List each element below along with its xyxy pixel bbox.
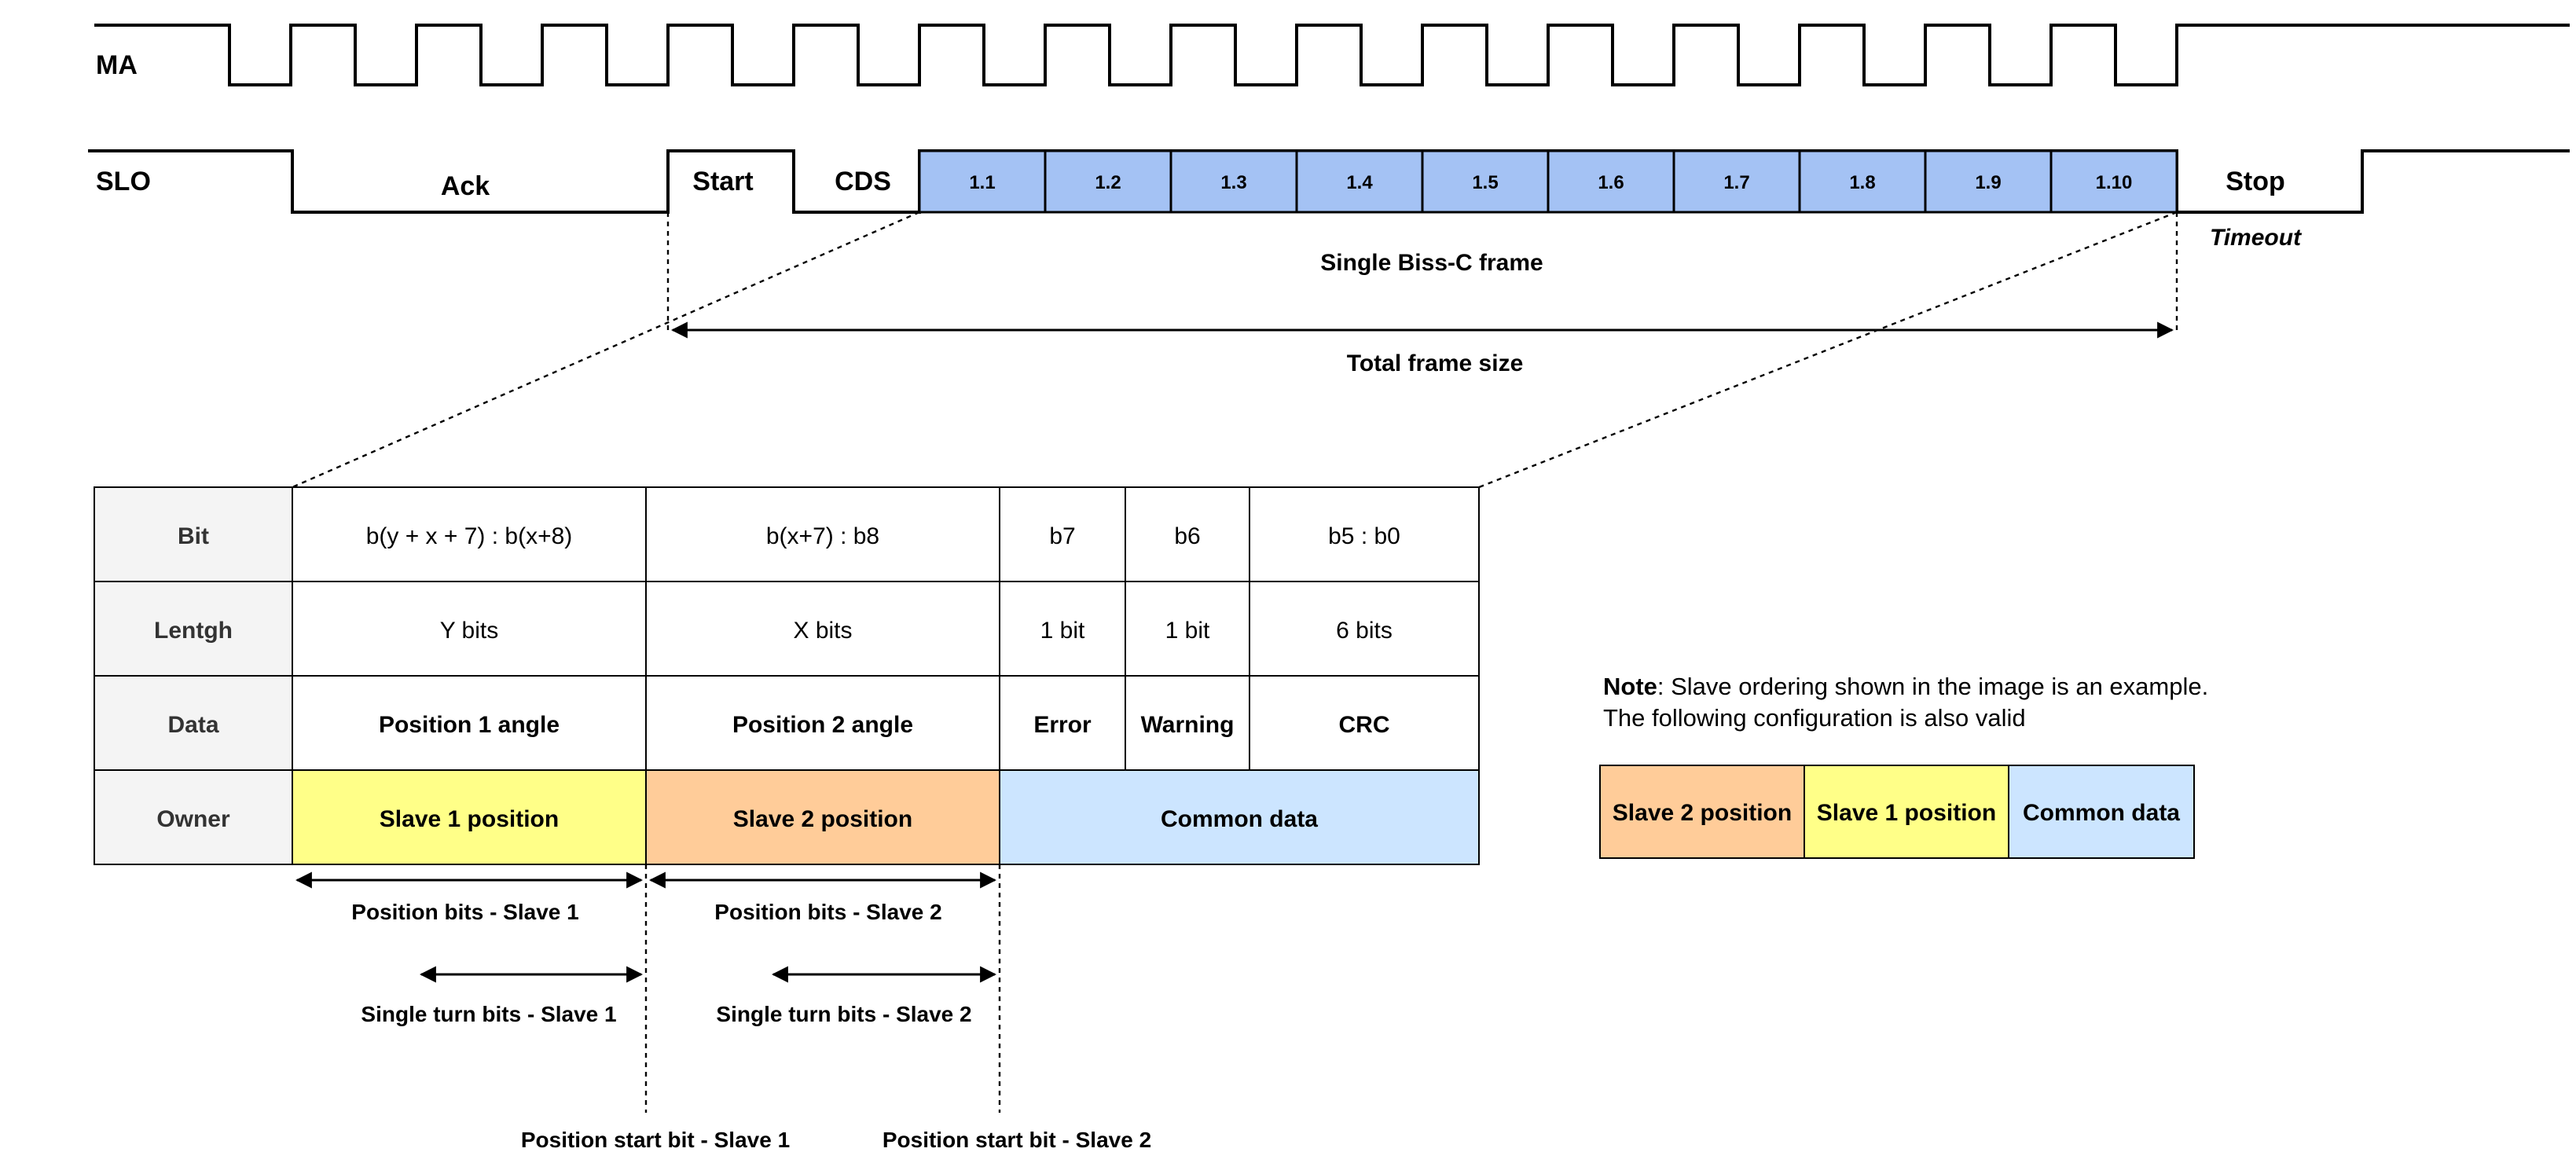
data-bit-label: 1.7 — [1723, 172, 1749, 193]
cds-label: CDS — [835, 167, 891, 196]
pos-bits-slave1-label: Position bits - Slave 1 — [351, 900, 578, 924]
pos-bits-slave2-label: Position bits - Slave 2 — [714, 900, 941, 924]
zoom-line-right — [1478, 211, 2178, 489]
owner-slave1-cell — [292, 770, 646, 864]
owner-slave2-cell — [646, 770, 1000, 864]
slo-label: SLO — [96, 167, 151, 196]
timeout-label: Timeout — [2210, 225, 2303, 251]
start-label: Start — [692, 167, 753, 196]
total-frame-label: Total frame size — [1347, 350, 1524, 376]
data-cell-warning: Warning — [1141, 712, 1235, 738]
data-bit-label: 1.2 — [1095, 172, 1121, 193]
single-turn-slave1-label: Single turn bits - Slave 1 — [361, 1002, 616, 1026]
note-slave2-label: Slave 2 position — [1613, 800, 1792, 826]
bit-cell-warning: b6 — [1174, 523, 1200, 549]
pos-start-slave1-label: Position start bit - Slave 1 — [521, 1128, 790, 1152]
single-turn-slave2-label: Single turn bits - Slave 2 — [716, 1002, 971, 1026]
frame-label: Single Biss-C frame — [1320, 250, 1543, 276]
row-header-bit: Bit — [178, 523, 209, 549]
length-cell-error: 1 bit — [1040, 618, 1085, 644]
data-bit-label: 1.10 — [2096, 172, 2133, 193]
owner-slave2-label: Slave 2 position — [733, 806, 912, 832]
note-common-box — [2008, 765, 2195, 859]
bit-cell-error: b7 — [1049, 523, 1075, 549]
data-bit-cell — [1924, 149, 2053, 214]
length-cell-position2: X bits — [793, 618, 852, 644]
data-bit-cell — [2049, 149, 2178, 214]
data-bit-label: 1.1 — [969, 172, 995, 193]
note-slave1-label: Slave 1 position — [1817, 800, 1996, 826]
note-line2: The following configuration is also vali… — [1603, 704, 2026, 732]
data-cell-position2: Position 2 angle — [732, 712, 913, 738]
row-header-owner: Owner — [156, 806, 230, 832]
data-cell-error: Error — [1033, 712, 1092, 738]
note-config-boxes: Slave 2 position Slave 1 position Common… — [1599, 765, 2195, 859]
data-bit-label: 1.6 — [1598, 172, 1624, 193]
zoom-line-left — [292, 211, 920, 489]
length-cell-position1: Y bits — [440, 618, 499, 644]
owner-common-label: Common data — [1161, 806, 1318, 832]
data-bit-label: 1.3 — [1220, 172, 1246, 193]
note-slave1-box — [1804, 765, 2009, 859]
data-bit-cells: 1.1 1.2 1.3 1.4 1.5 1.6 1.7 1.8 1.9 1.10 — [918, 149, 2178, 214]
bit-cell-position2: b(x+7) : b8 — [766, 523, 879, 549]
data-bit-label: 1.8 — [1849, 172, 1875, 193]
ack-label: Ack — [441, 171, 490, 201]
data-bit-cell — [1044, 149, 1172, 214]
length-cell-crc: 6 bits — [1336, 618, 1393, 644]
stop-label: Stop — [2226, 167, 2285, 196]
row-header-data: Data — [167, 712, 218, 738]
data-cell-position1: Position 1 angle — [379, 712, 560, 738]
note-line1: Note: Slave ordering shown in the image … — [1603, 673, 2208, 700]
ma-label: MA — [96, 50, 138, 80]
bit-cell-position1: b(y + x + 7) : b(x+8) — [366, 523, 573, 549]
bit-cell-crc: b5 : b0 — [1328, 523, 1400, 549]
owner-common-cell — [1000, 770, 1479, 864]
bit-table: Bit Lentgh Data Owner b(y + x + 7) : b(x… — [94, 486, 1480, 865]
row-header-length: Lentgh — [154, 618, 233, 644]
data-cell-crc: CRC — [1339, 712, 1390, 738]
owner-slave1-label: Slave 1 position — [380, 806, 559, 832]
data-bit-label: 1.9 — [1975, 172, 2001, 193]
note-common-label: Common data — [2023, 800, 2180, 826]
ma-clock-waveform — [94, 24, 2570, 86]
data-bit-cell — [1169, 149, 1298, 214]
data-bit-label: 1.5 — [1472, 172, 1498, 193]
data-bit-label: 1.4 — [1346, 172, 1373, 193]
pos-start-slave2-label: Position start bit - Slave 2 — [883, 1128, 1151, 1152]
note-bold: Note — [1603, 673, 1657, 700]
note-text1: : Slave ordering shown in the image is a… — [1657, 673, 2208, 700]
length-cell-warning: 1 bit — [1165, 618, 1210, 644]
slo-waveform — [88, 149, 2570, 214]
